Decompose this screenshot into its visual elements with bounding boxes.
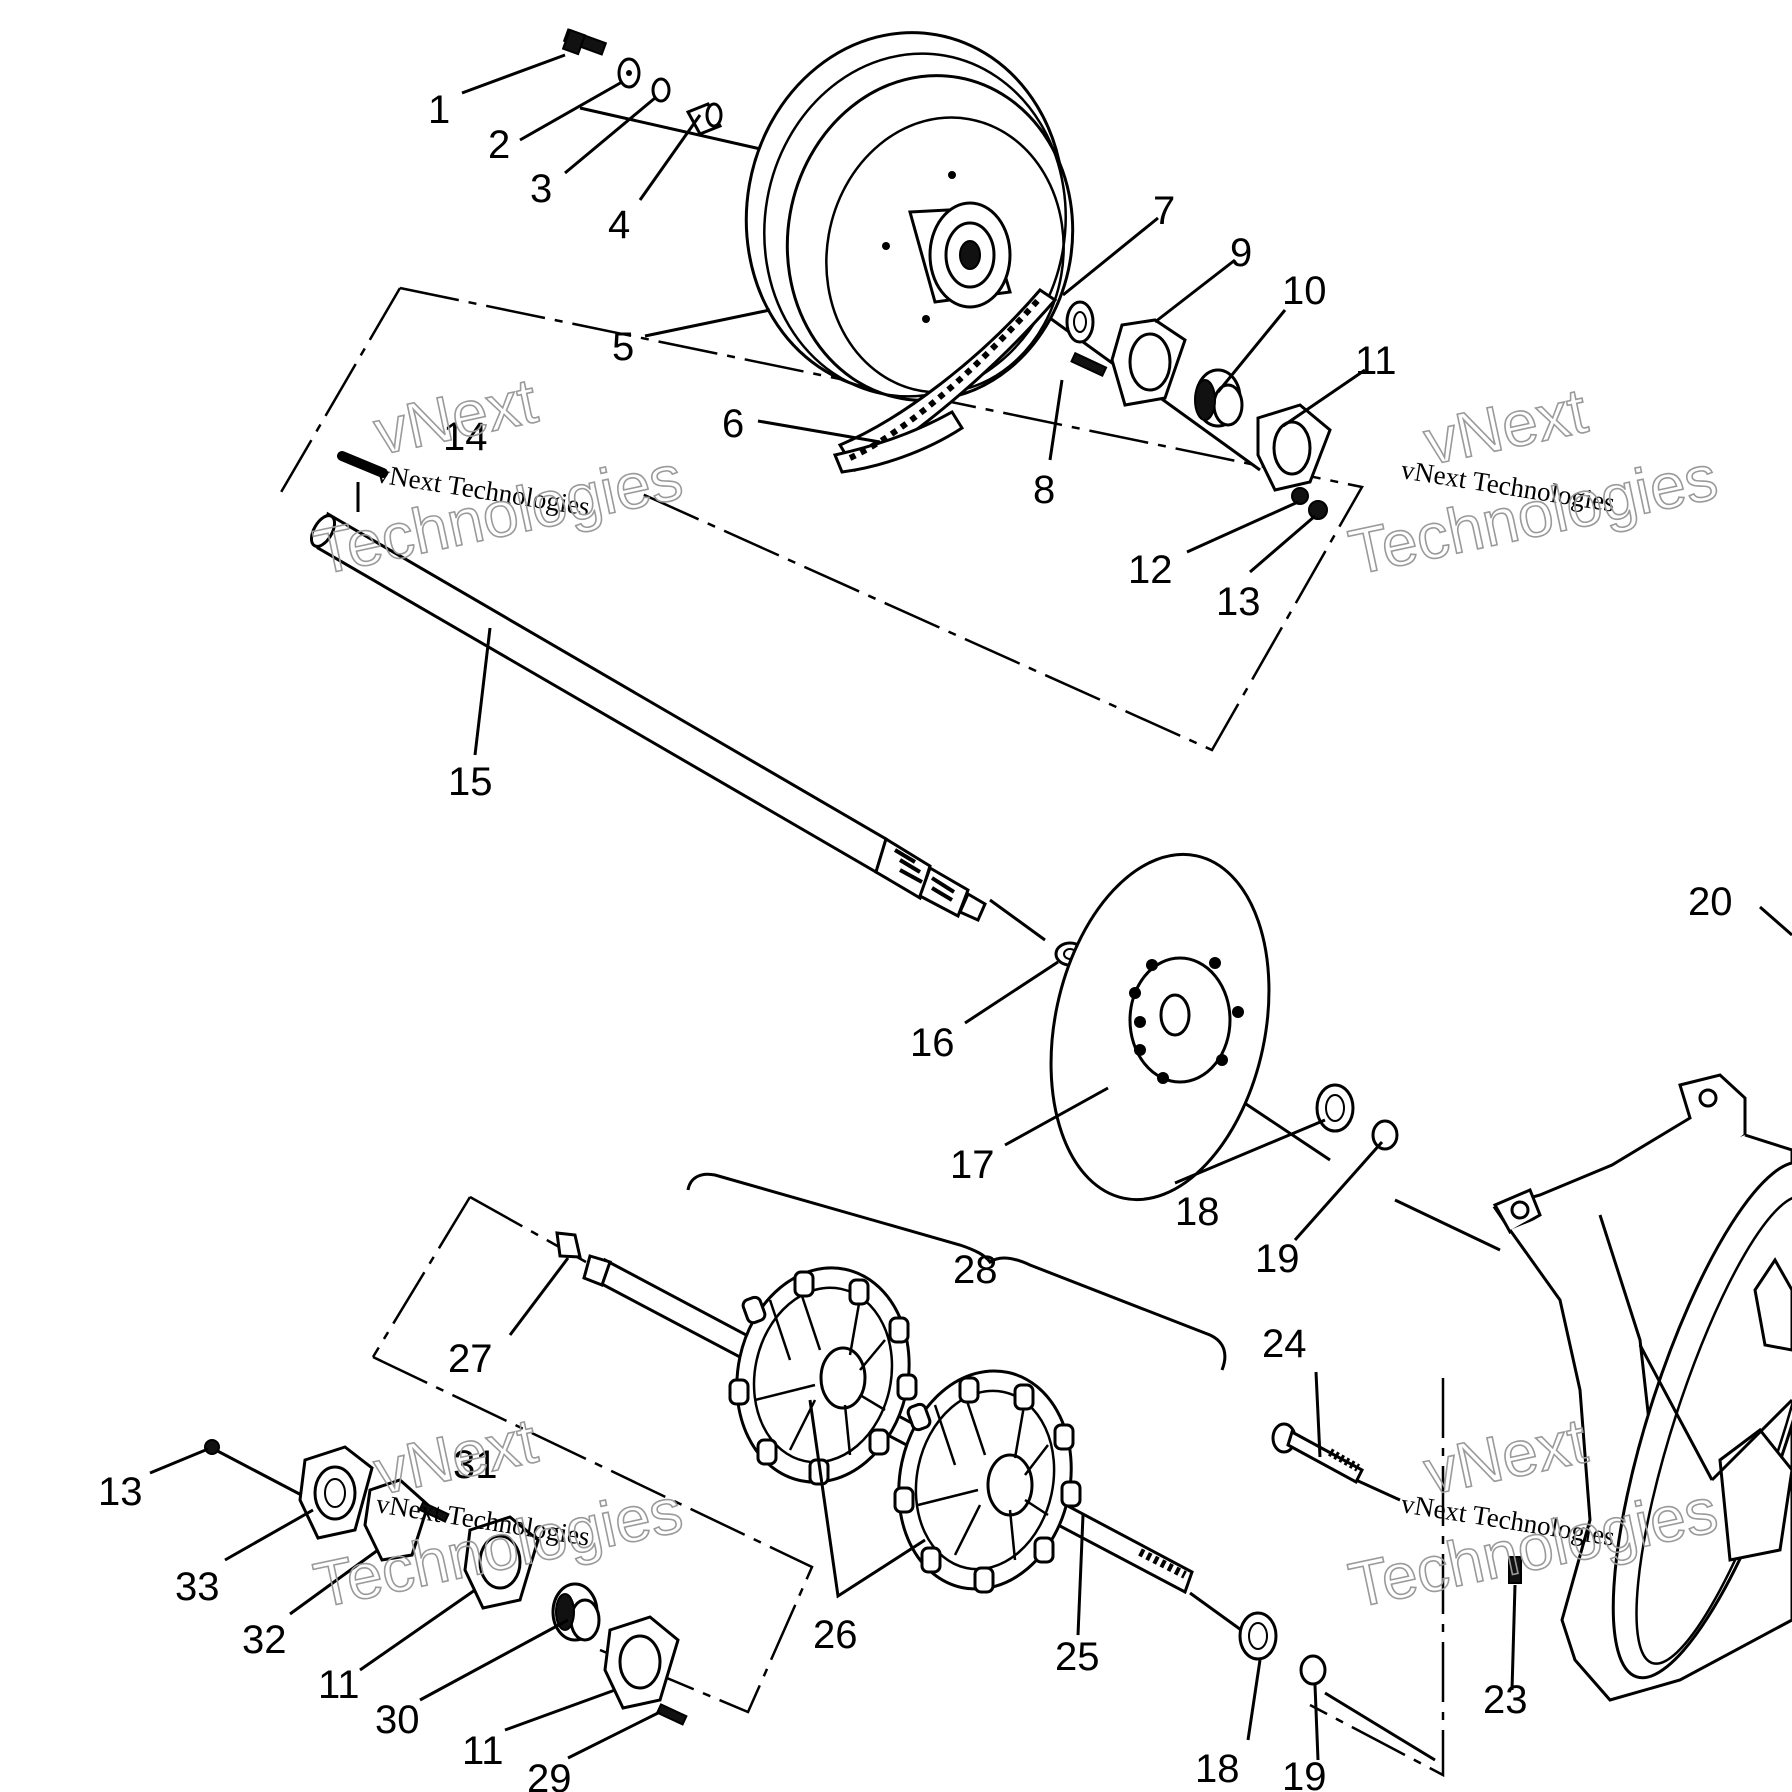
callout-33: 33 xyxy=(175,1565,220,1609)
bearing-flange-9 xyxy=(1110,318,1187,407)
callout-24: 24 xyxy=(1262,1322,1307,1366)
callout-18-lower: 18 xyxy=(1195,1747,1240,1791)
callout-4: 4 xyxy=(608,203,630,247)
brake-disc-17 xyxy=(1049,852,1271,1202)
callout-8: 8 xyxy=(1033,468,1055,512)
bearing-30 xyxy=(551,1582,601,1642)
callout-28: 28 xyxy=(953,1248,998,1292)
assembly-axis-lines xyxy=(207,106,1501,1762)
bolt-27 xyxy=(555,1231,582,1259)
bearing-18-lower xyxy=(1238,1611,1278,1661)
callout-19-lower: 19 xyxy=(1282,1755,1327,1792)
drive-sprocket-26-left xyxy=(728,1266,918,1486)
callout-1: 1 xyxy=(428,88,450,132)
bearing-flange-11-upper xyxy=(1256,403,1332,492)
bearing-10 xyxy=(1194,368,1244,428)
callout-numbers: 1 2 3 4 5 6 7 9 10 11 8 12 13 14 15 16 1… xyxy=(98,88,1733,1792)
seal-19-lower xyxy=(1299,1654,1327,1686)
watermark-top-left: vNext vNext Technologies Technologies xyxy=(307,363,689,589)
callout-19-upper: 19 xyxy=(1255,1237,1300,1281)
callout-26: 26 xyxy=(813,1613,858,1657)
watermark-top-right: vNext vNext Technologies Technologies xyxy=(1342,373,1724,589)
svg-text:Technologies: Technologies xyxy=(1343,441,1723,589)
callout-11-lower-a: 11 xyxy=(318,1663,360,1707)
callout-3: 3 xyxy=(530,167,552,211)
callout-31: 31 xyxy=(453,1443,498,1487)
driveshaft-15 xyxy=(309,511,987,922)
plate-32 xyxy=(363,1478,430,1562)
callout-17: 17 xyxy=(950,1143,995,1187)
right-assembly-outline xyxy=(1309,1378,1445,1778)
callout-32: 32 xyxy=(242,1618,287,1662)
bolt-23 xyxy=(1508,1556,1522,1584)
key-14 xyxy=(337,451,388,478)
bolt-24 xyxy=(1271,1422,1364,1485)
callout-5: 5 xyxy=(612,325,634,369)
chaincase-20 xyxy=(1492,1073,1792,1702)
callout-11-upper: 11 xyxy=(1355,339,1397,383)
callout-27: 27 xyxy=(448,1337,493,1381)
callout-13-lower: 13 xyxy=(98,1470,143,1514)
callout-16: 16 xyxy=(910,1021,955,1065)
seal-19-upper xyxy=(1371,1119,1399,1151)
bearing-flange-11-lower-a xyxy=(463,1515,540,1610)
bolt-29 xyxy=(655,1703,688,1726)
drive-sprocket-26-right xyxy=(893,1369,1082,1594)
bearing-flange-11-lower-b xyxy=(603,1615,680,1710)
lock-washer-3 xyxy=(651,77,671,103)
bolt-8 xyxy=(1070,351,1108,378)
callout-10: 10 xyxy=(1282,269,1327,313)
callout-15: 15 xyxy=(448,760,493,804)
callout-7: 7 xyxy=(1153,189,1175,233)
bolt-31 xyxy=(418,1501,450,1523)
callout-13-upper: 13 xyxy=(1216,580,1261,624)
callout-12: 12 xyxy=(1128,548,1173,592)
nut-13-lower xyxy=(204,1439,220,1455)
callout-2: 2 xyxy=(488,123,510,167)
leader-20 xyxy=(1759,905,1792,937)
callout-9: 9 xyxy=(1230,231,1252,275)
callout-11-lower-b: 11 xyxy=(462,1729,504,1773)
callout-leaders xyxy=(149,53,1517,1761)
bearing-18-upper xyxy=(1315,1083,1355,1133)
callout-6: 6 xyxy=(722,402,744,446)
callout-20: 20 xyxy=(1688,880,1733,924)
spacer-4 xyxy=(685,102,723,136)
callout-14: 14 xyxy=(443,415,488,459)
bearing-flange-33 xyxy=(298,1445,374,1540)
callout-23: 23 xyxy=(1483,1678,1528,1722)
svg-text:vNext: vNext xyxy=(368,364,543,468)
callout-18-upper: 18 xyxy=(1175,1190,1220,1234)
callout-29: 29 xyxy=(527,1757,572,1792)
nut-13-upper xyxy=(1308,500,1328,520)
callout-25: 25 xyxy=(1055,1635,1100,1679)
bracket-28 xyxy=(686,1172,1227,1371)
lock-washer-12 xyxy=(1291,487,1309,505)
bolt-1 xyxy=(561,28,608,56)
chain-6 xyxy=(832,288,1058,474)
sprocket-5 xyxy=(744,31,1075,402)
callout-30: 30 xyxy=(375,1698,420,1742)
